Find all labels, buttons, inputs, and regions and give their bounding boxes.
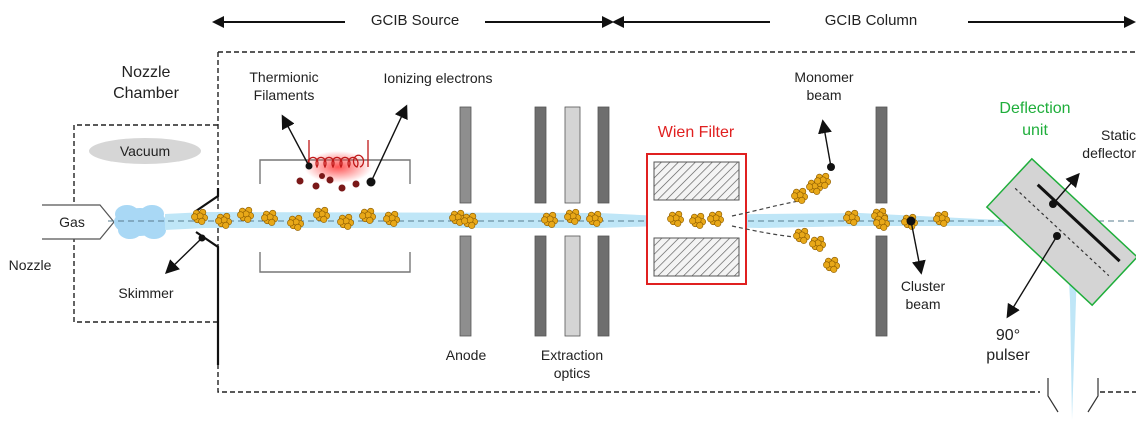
gas-cloud	[114, 205, 166, 239]
pulser-label: 90° pulser	[986, 327, 1030, 364]
static-deflector-label: Static deflector	[1082, 127, 1136, 161]
vacuum-ellipse	[89, 138, 201, 164]
gcib-column-label: GCIB Column	[824, 12, 918, 29]
cluster	[814, 172, 831, 189]
electrons	[296, 173, 360, 192]
skimmer-label: Skimmer	[118, 285, 174, 301]
cluster	[215, 212, 233, 229]
cluster	[667, 210, 684, 227]
cluster	[313, 206, 330, 223]
monomer-paths	[731, 199, 806, 239]
cluster	[541, 211, 558, 228]
pulse-output	[1047, 378, 1099, 413]
cluster	[809, 235, 826, 252]
header-arrows	[212, 16, 1136, 28]
cluster	[237, 206, 255, 223]
cluster	[823, 256, 840, 273]
thermionic-filaments-label: Thermionic Filaments	[249, 69, 319, 103]
cluster	[261, 209, 278, 226]
extraction-optics-label: Extraction optics	[540, 347, 604, 381]
pointer-lines	[164, 104, 1080, 319]
nozzle-label: Nozzle	[8, 257, 52, 273]
wien-filter	[646, 153, 747, 285]
cluster	[689, 212, 706, 229]
cluster-particles	[191, 172, 950, 273]
ionizing-electrons-label: Ionizing electrons	[383, 70, 493, 86]
cluster	[337, 213, 354, 230]
vacuum-label: Vacuum	[119, 143, 171, 159]
monomer-beam-label: Monomer beam	[794, 69, 854, 103]
gas-label: Gas	[59, 214, 85, 230]
cluster	[564, 208, 581, 225]
extraction-optics	[534, 106, 610, 337]
cluster	[359, 207, 376, 224]
pointer-dots	[198, 162, 1061, 242]
cluster	[843, 209, 860, 226]
cluster	[461, 212, 478, 229]
cluster	[933, 210, 950, 227]
exit-plates	[875, 106, 888, 337]
cluster	[586, 210, 603, 227]
anode-label: Anode	[445, 347, 487, 363]
cluster	[793, 227, 810, 244]
cluster	[383, 210, 400, 227]
wien-filter-label: Wien Filter	[657, 124, 735, 141]
deflection-unit	[985, 157, 1136, 307]
filament-glow	[304, 151, 372, 183]
cluster	[191, 208, 209, 225]
cluster	[873, 214, 890, 231]
cluster	[287, 214, 304, 231]
cluster	[707, 210, 724, 227]
gcib-source-label: GCIB Source	[370, 12, 460, 29]
cluster	[791, 187, 808, 204]
gcib-column-box	[217, 51, 1136, 393]
cluster-beam-label: Cluster beam	[900, 278, 946, 312]
anode-plates	[459, 106, 472, 337]
nozzle-chamber-label: Nozzle Chamber	[113, 64, 179, 102]
deflection-unit-label: Deflection unit	[999, 100, 1071, 139]
